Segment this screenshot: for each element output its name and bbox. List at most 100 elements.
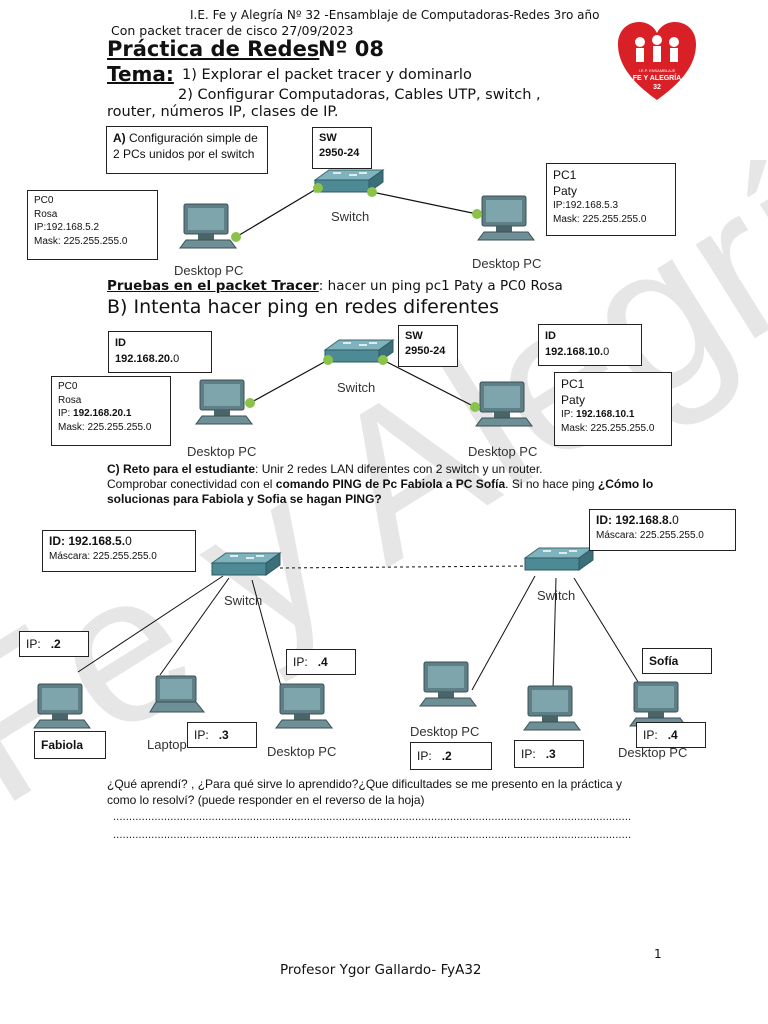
right-net-id-box: ID: 192.168.8.0 Máscara: 225.255.255.0 [589, 509, 736, 551]
pc1-b-ip: 192.168.10.1 [576, 409, 635, 420]
ip-box-sofia: IP: .4 [636, 722, 706, 748]
desktop-pc-2-right-icon [419, 661, 477, 707]
answer-line-1: ........................................… [113, 812, 632, 823]
ip-value: .2 [441, 749, 452, 763]
left-net-id: ID: 192.168.5. [49, 534, 126, 548]
section-c-text2d: ¿Cómo lo [597, 477, 654, 491]
pc1-b-name: PC1 [561, 377, 585, 391]
pc0-b-name: PC0 [58, 381, 78, 392]
section-b-title: B) Intenta hacer ping en redes diferente… [107, 296, 500, 318]
pc1-b-box: PC1 Paty IP: 192.168.10.1 Mask: 225.255.… [554, 372, 672, 446]
desktop-pc0-a-label: Desktop PC [174, 263, 244, 278]
tema-item-2-cont: router, números IP, clases de IP. [107, 104, 339, 120]
ip-value: .3 [545, 747, 556, 761]
ip-label: IP: [194, 728, 209, 742]
tema-item-2: 2) Configurar Computadoras, Cables UTP, … [178, 87, 541, 103]
id-left-b-box: ID 192.168.20.0 [108, 331, 212, 373]
ip-value: .3 [218, 728, 229, 742]
school-logo: I.E.P. ENSAMBLAJE FE Y ALEGRÍA 32 [616, 20, 698, 102]
ip-label: IP: [417, 749, 432, 763]
id-right-b-value: 192.168.10. [545, 346, 604, 358]
laptop-icon [149, 675, 205, 713]
ip-value: .2 [50, 637, 61, 651]
question-line-1: ¿Qué aprendí? , ¿Para qué sirve lo apren… [107, 777, 622, 791]
switch-b-label: Switch [337, 380, 376, 395]
box-a-letter: A) [113, 131, 126, 145]
school-header: I.E. Fe y Alegría Nº 32 -Ensamblaje de C… [190, 8, 600, 22]
pc1-a-ip: IP:192.168.5.3 [553, 200, 619, 211]
pc0-b-ip: 192.168.20.1 [73, 408, 132, 419]
sw-b-model: 2950-24 [405, 345, 446, 357]
ip-label: IP: [26, 637, 41, 651]
section-c-text1: : Unir 2 redes LAN diferentes con 2 swit… [255, 462, 543, 476]
pc1-a-box: PC1 Paty IP:192.168.5.3 Mask: 225.255.25… [546, 163, 676, 236]
pc0-a-mask: Mask: 225.255.255.0 [34, 235, 128, 247]
section-c-label: C) Reto para el estudiante [107, 462, 256, 476]
ip-box-laptop: IP: .3 [187, 722, 257, 748]
desktop-pc1-a-icon [477, 195, 535, 241]
desktop-pc-3-right-icon [523, 685, 581, 731]
ip-value: .4 [667, 728, 678, 742]
pc1-a-mask: Mask: 225.255.255.0 [553, 213, 647, 225]
sofia-box: Sofía [642, 648, 712, 674]
ip-label: IP: [293, 655, 308, 669]
id-right-b-end: 0 [603, 346, 610, 358]
sw-b-label: SW [405, 330, 423, 342]
box-a-text: Configuración simple de 2 PCs unidos por… [113, 131, 258, 161]
pc0-a-user: Rosa [34, 208, 58, 220]
practice-number: Nº 08 [318, 37, 384, 61]
section-c-text2a: Comprobar conectividad con el [107, 477, 276, 491]
reflection-questions: ¿Qué aprendí? , ¿Para qué sirve lo apren… [107, 776, 667, 808]
left-net-mask: Máscara: 225.255.255.0 [49, 551, 157, 562]
heart-logo-icon: I.E.P. ENSAMBLAJE FE Y ALEGRÍA 32 [618, 22, 696, 100]
tema-label: Tema: [107, 62, 174, 86]
laptop-label: Laptop [147, 737, 187, 752]
pruebas-text: : hacer un ping pc1 Paty a PC0 Rosa [318, 278, 563, 294]
id-left-b-value: 192.168.20. [115, 353, 174, 365]
desktop-pc-sofia-label: Desktop PC [618, 745, 688, 760]
section-c-text3: solucionas para Fabiola y Sofia se hagan… [107, 492, 382, 506]
ip-box-pc4-left: IP: .4 [286, 649, 356, 675]
ip-box-pc2-right: IP: .2 [410, 742, 492, 770]
pc0-b-ip-prefix: IP: [58, 408, 74, 419]
answer-line-2: ........................................… [113, 830, 632, 841]
desktop-sofia-icon [629, 681, 687, 727]
pc1-b-user: Paty [561, 393, 586, 407]
left-net-id-end: 0 [125, 534, 132, 548]
sw-b-box: SW 2950-24 [398, 325, 458, 367]
section-c-text: C) Reto para el estudiante: Unir 2 redes… [107, 462, 667, 507]
sw-a-box: SW 2950-24 [312, 127, 372, 169]
pc0-b-mask: Mask: 225.255.255.0 [58, 421, 152, 433]
right-net-mask: Máscara: 225.255.255.0 [596, 530, 704, 541]
ip-box-pc3-right: IP: .3 [514, 740, 584, 768]
ip-label: IP: [521, 747, 536, 761]
id-right-b-label: ID [545, 330, 556, 342]
page-number: 1 [654, 947, 662, 961]
desktop-pc1-b-icon [475, 381, 533, 427]
fabiola-box: Fabiola [34, 731, 106, 759]
switch-a-label: Switch [331, 209, 370, 224]
switch-left-label: Switch [224, 593, 263, 608]
pc0-a-ip: IP:192.168.5.2 [34, 222, 100, 233]
pc1-b-ip-prefix: IP: [561, 409, 577, 420]
right-net-id: ID: 192.168.8. [596, 513, 673, 527]
question-line-2: como lo resolví? (puede responder en el … [107, 793, 425, 807]
pc0-a-name: PC0 [34, 195, 54, 206]
sw-a-label: SW [319, 132, 337, 144]
pc0-b-user: Rosa [58, 394, 82, 406]
sw-a-model: 2950-24 [319, 147, 360, 159]
switch-left-icon [211, 552, 281, 576]
id-left-b-end: 0 [173, 353, 180, 365]
id-left-b-label: ID [115, 337, 126, 349]
left-net-id-box: ID: 192.168.5.0 Máscara: 225.255.255.0 [42, 530, 196, 572]
pc0-a-box: PC0 Rosa IP:192.168.5.2 Mask: 225.255.25… [27, 190, 158, 260]
desktop-pc1-b-label: Desktop PC [468, 444, 538, 459]
desktop-pc-4-left-icon [275, 683, 333, 729]
pc1-a-name: PC1 [553, 168, 577, 182]
desktop-pc0-b-icon [195, 379, 253, 425]
desktop-pc0-a-icon [179, 203, 237, 249]
id-right-b-box: ID 192.168.10.0 [538, 324, 642, 366]
desktop-pc1-a-label: Desktop PC [472, 256, 542, 271]
desktop-fabiola-icon [33, 683, 91, 729]
